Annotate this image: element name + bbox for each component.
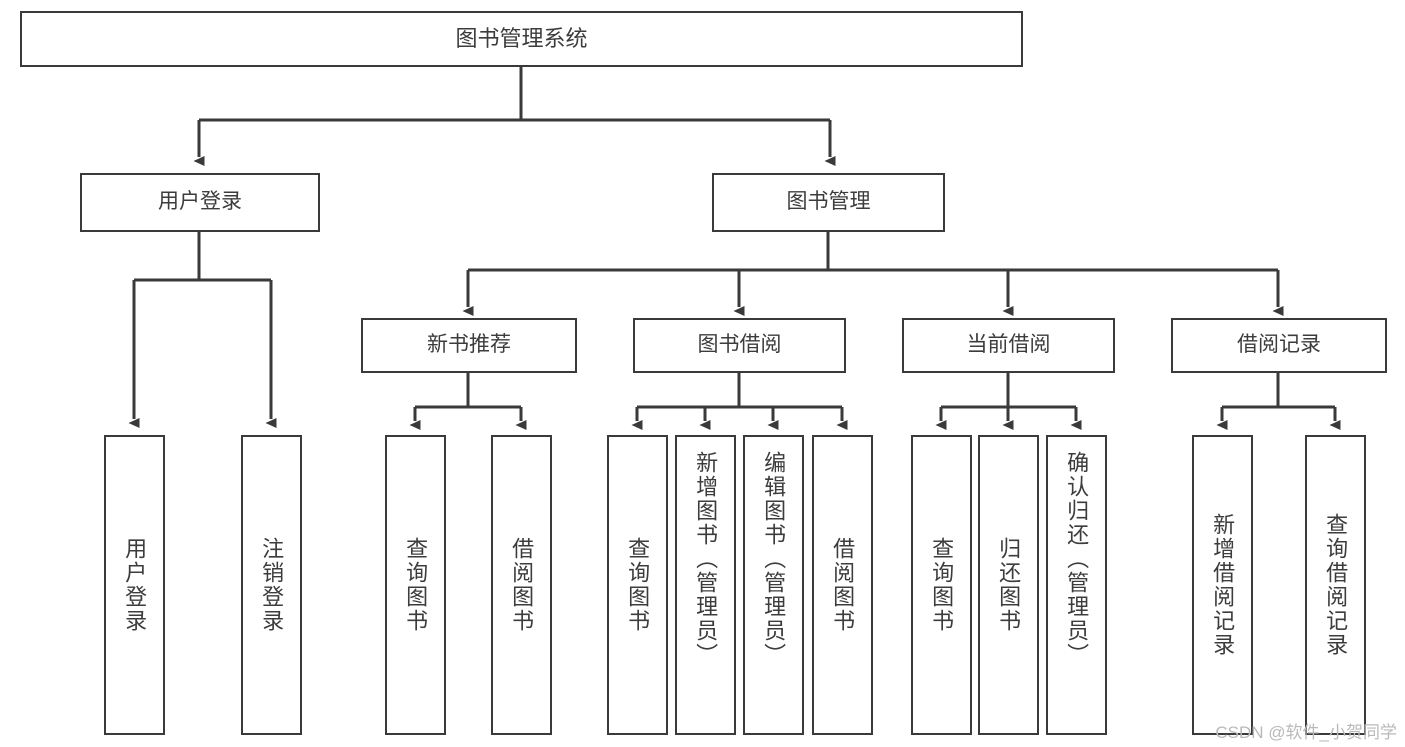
- node-label: 图书管理: [786, 190, 871, 214]
- node-label: 图书借阅: [697, 333, 782, 357]
- csdn-watermark: CSDN @软件_小贺同学: [1215, 723, 1397, 742]
- leaf-current-borrow-return[interactable]: 归还图书: [978, 435, 1039, 735]
- node-label: 查询图书: [625, 537, 651, 633]
- leaf-book-borrow-add[interactable]: 新增图书（管理员）: [675, 435, 736, 735]
- leaf-book-borrow-edit[interactable]: 编辑图书（管理员）: [743, 435, 804, 735]
- node-book-borrow[interactable]: 图书借阅: [633, 318, 846, 373]
- node-label: 图书管理系统: [455, 26, 588, 52]
- node-label: 查询图书: [403, 537, 429, 633]
- leaf-user-login-login[interactable]: 用户登录: [104, 435, 165, 735]
- node-new-book-recommend[interactable]: 新书推荐: [361, 318, 577, 373]
- node-label: 新增借阅记录: [1210, 513, 1236, 657]
- node-label: 归还图书: [996, 537, 1022, 633]
- leaf-new-book-query[interactable]: 查询图书: [385, 435, 446, 735]
- node-label: 用户登录: [122, 537, 148, 633]
- leaf-borrow-record-query[interactable]: 查询借阅记录: [1305, 435, 1366, 735]
- node-label: 借阅图书: [509, 537, 535, 633]
- leaf-current-borrow-confirm[interactable]: 确认归还（管理员）: [1046, 435, 1107, 735]
- leaf-borrow-record-add[interactable]: 新增借阅记录: [1192, 435, 1253, 735]
- node-label: 当前借阅: [966, 333, 1051, 357]
- node-label: 编辑图书（管理员）: [761, 451, 787, 667]
- node-label: 确认归还（管理员）: [1064, 451, 1090, 667]
- node-label: 借阅图书: [830, 537, 856, 633]
- leaf-book-borrow-borrow[interactable]: 借阅图书: [812, 435, 873, 735]
- node-root-system[interactable]: 图书管理系统: [20, 11, 1023, 67]
- node-current-borrow[interactable]: 当前借阅: [902, 318, 1115, 373]
- node-label: 用户登录: [158, 190, 242, 214]
- node-label: 注销登录: [259, 537, 285, 633]
- leaf-new-book-borrow[interactable]: 借阅图书: [491, 435, 552, 735]
- node-user-login[interactable]: 用户登录: [80, 173, 320, 232]
- leaf-user-login-logout[interactable]: 注销登录: [241, 435, 302, 735]
- node-borrow-record[interactable]: 借阅记录: [1171, 318, 1387, 373]
- node-label: 新书推荐: [427, 333, 511, 357]
- node-book-management[interactable]: 图书管理: [712, 173, 945, 232]
- node-label: 查询借阅记录: [1323, 513, 1349, 657]
- leaf-current-borrow-query[interactable]: 查询图书: [911, 435, 972, 735]
- node-label: 借阅记录: [1237, 333, 1321, 357]
- node-label: 新增图书（管理员）: [693, 451, 719, 667]
- node-label: 查询图书: [929, 537, 955, 633]
- leaf-book-borrow-query[interactable]: 查询图书: [607, 435, 668, 735]
